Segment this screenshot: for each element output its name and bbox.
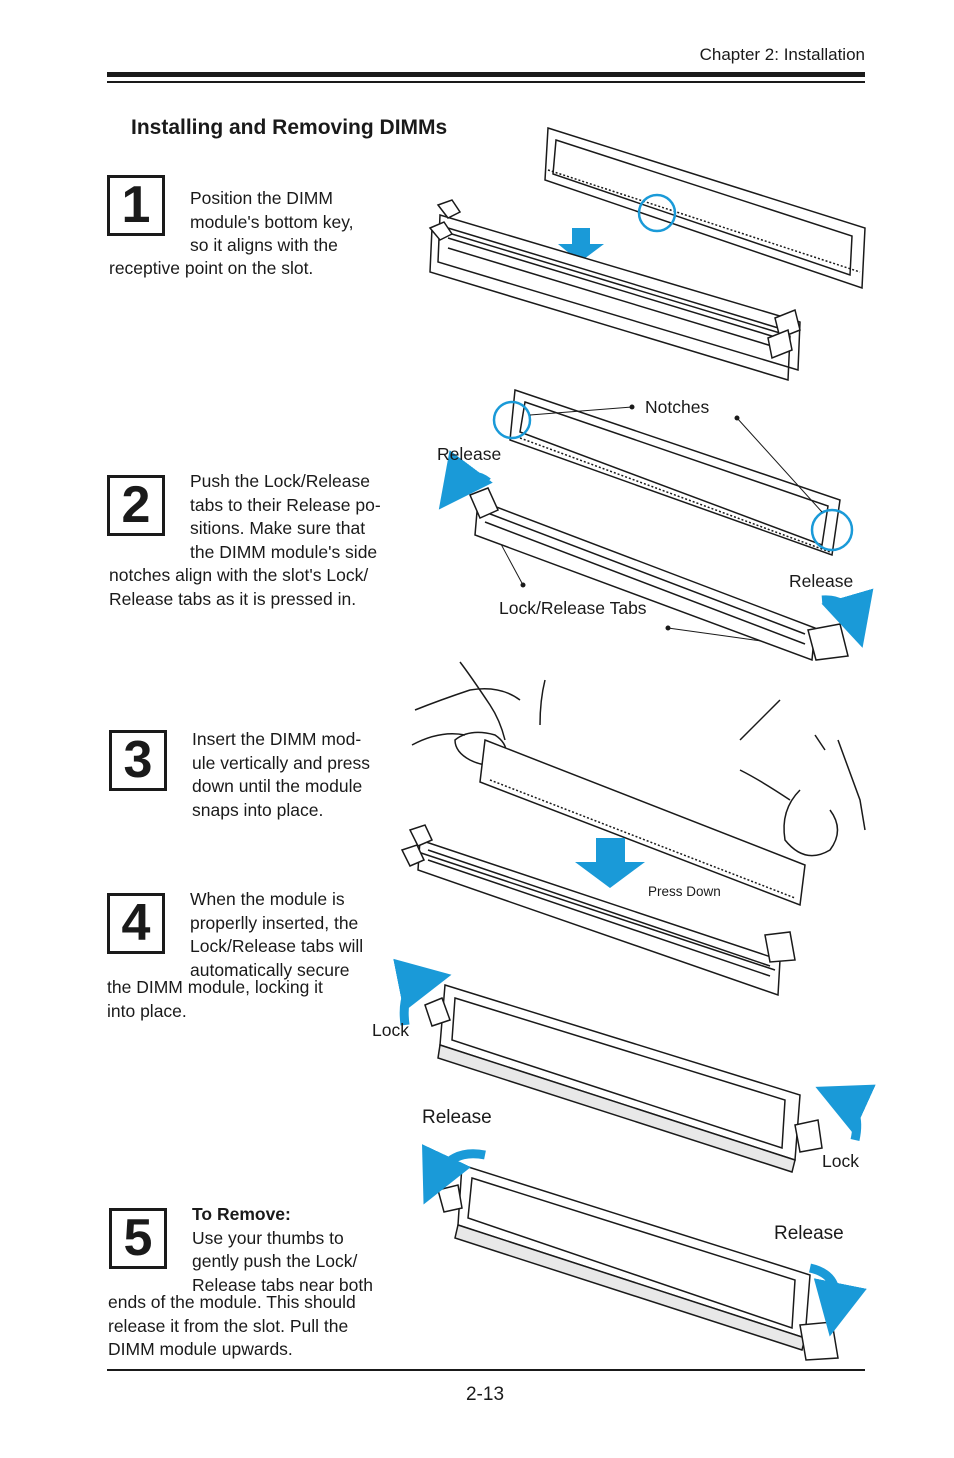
step3-dimm-module — [479, 738, 806, 907]
step-4-line: into place. — [107, 1000, 187, 1021]
label-lock-left: Lock — [372, 1020, 409, 1040]
step-3-text: Insert the DIMM mod- ule vertically and … — [192, 728, 370, 822]
step-1-line: Position the DIMM — [190, 188, 333, 208]
step3-slots — [400, 824, 796, 997]
step-2-line: tabs to their Release po- — [190, 494, 381, 515]
label-release-step5-right: Release — [774, 1223, 844, 1244]
step-3-line: down until the module — [192, 776, 363, 796]
step2-dimm-module — [509, 388, 841, 557]
step-4-line: properlly inserted, the — [190, 912, 359, 933]
step-1-line: so it aligns with the — [190, 235, 338, 255]
step1-key-highlight — [637, 193, 677, 233]
step2-notch-highlight-left — [492, 400, 532, 440]
step-2-line: sitions. Make sure that — [190, 518, 366, 538]
page-number: 2-13 — [465, 1384, 505, 1405]
step-1-text-wrap: receptive point on the slot. — [109, 257, 313, 281]
step1-slots — [428, 199, 801, 381]
step-5-text-wrap: ends of the module. This should release … — [108, 1291, 356, 1362]
step2-release-arrow-right — [821, 588, 874, 648]
step1-dimm-module — [544, 126, 866, 290]
step-5-line: ends of the module. This should — [108, 1292, 356, 1312]
label-press-down: Press Down — [648, 884, 721, 899]
chapter-header: Chapter 2: Installation — [699, 45, 865, 64]
step-3-line: snaps into place. — [192, 799, 324, 820]
step5-release-arrow-right — [808, 1263, 867, 1337]
step-2-text-wrap: notches align with the slot's Lock/ Rele… — [109, 564, 368, 611]
footer-rule — [107, 1369, 865, 1371]
step3-press-arrow — [575, 838, 645, 888]
step5-installed-dimm — [437, 1163, 839, 1361]
step-4-text-wrap: the DIMM module, locking it into place. — [107, 976, 323, 1023]
label-lock-release-tabs: Lock/Release Tabs — [499, 598, 647, 618]
header-rule-thin — [107, 81, 865, 83]
label-release-step2-right: Release — [789, 571, 854, 591]
step-4-line: Lock/Release tabs will — [190, 936, 364, 956]
label-lock-right: Lock — [822, 1151, 859, 1171]
step-1-text: Position the DIMM module's bottom key, s… — [190, 187, 354, 258]
step-4-text: When the module is properlly inserted, t… — [190, 888, 363, 982]
step-4-number: 4 — [107, 893, 165, 954]
step-2-line: notches align with the slot's Lock/ — [109, 565, 369, 585]
step2-notch-highlight-right — [810, 508, 854, 552]
step-2-line: the DIMM module's side — [190, 541, 378, 562]
step-1-line: receptive point on the slot. — [109, 258, 314, 278]
label-release-step2-left: Release — [437, 444, 502, 464]
step-5-line: Release tabs near both — [192, 1274, 373, 1295]
step-2-line: Release tabs as it is pressed in. — [109, 588, 357, 609]
page-title: Installing and Removing DIMMs — [131, 116, 448, 139]
step-5-line: Use your thumbs to — [192, 1227, 344, 1248]
step-5-number: 5 — [109, 1208, 167, 1269]
step-1-number: 1 — [107, 175, 165, 236]
step-4-line: When the module is — [190, 889, 345, 909]
step4-lock-arrow-right — [815, 1084, 876, 1141]
step1-press-arrow — [558, 228, 604, 262]
step-5-line: gently push the Lock/ — [192, 1251, 358, 1271]
step-2-number: 2 — [107, 475, 165, 536]
step-5-line: DIMM module upwards. — [108, 1339, 293, 1359]
step-4-line: automatically secure — [190, 959, 350, 980]
step-3-number: 3 — [109, 730, 167, 791]
step3-hands — [411, 661, 866, 857]
step-3-line: Insert the DIMM mod- — [192, 729, 362, 749]
step4-lock-arrow-left — [393, 958, 452, 1026]
step-1-line: module's bottom key, — [190, 211, 354, 232]
step5-release-arrow-left — [422, 1144, 486, 1205]
step-3-line: ule vertically and press — [192, 752, 370, 773]
step-4-line: the DIMM module, locking it — [107, 977, 323, 997]
step-5-text: To Remove: Use your thumbs to gently pus… — [192, 1203, 373, 1297]
step-2-line: Push the Lock/Release — [190, 471, 370, 491]
step-5-heading: To Remove: — [192, 1204, 291, 1224]
step-5-line: release it from the slot. Pull the — [108, 1315, 349, 1336]
step2-release-arrow-left — [438, 450, 493, 510]
label-notches: Notches — [645, 397, 710, 417]
header-rule — [107, 72, 865, 77]
label-release-step5-left: Release — [422, 1107, 492, 1128]
step4-installed-dimm — [424, 984, 823, 1173]
step-2-text: Push the Lock/Release tabs to their Rele… — [190, 470, 381, 564]
